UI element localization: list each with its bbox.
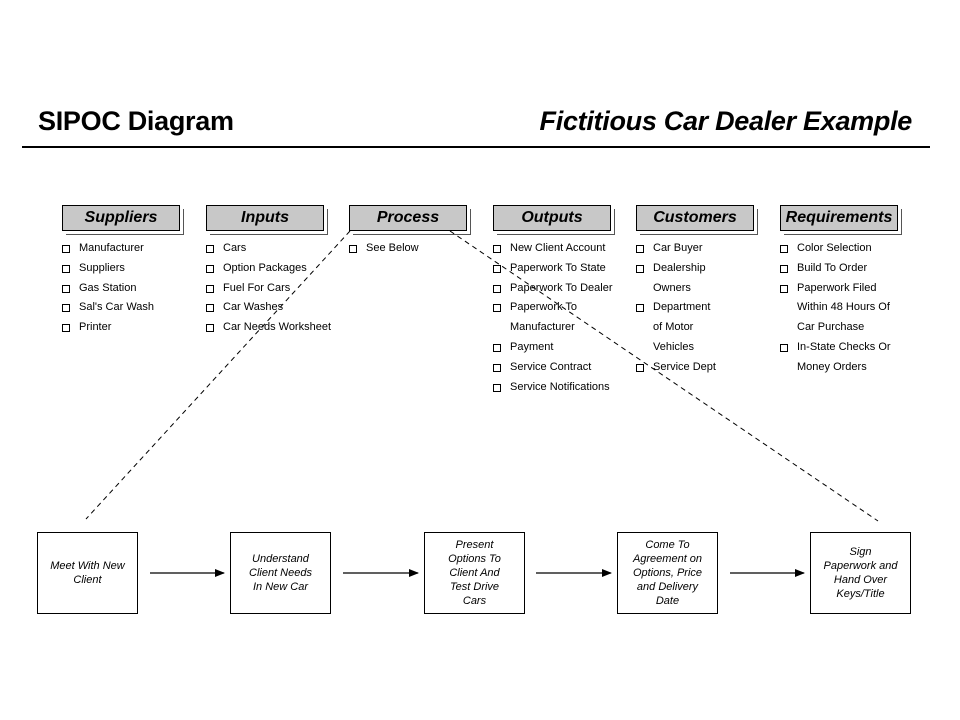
title-divider [22, 146, 930, 148]
list-item: Color Selection [780, 239, 898, 259]
list-item: Paperwork To Dealer [493, 279, 613, 299]
checkbox-icon [780, 245, 788, 253]
list-item: Option Packages [206, 259, 331, 279]
checkbox-icon [349, 245, 357, 253]
list-item: Paperwork Filed Within 48 Hours Of Car P… [780, 279, 898, 338]
column-customers: Customers Car Buyer Dealership Owners De… [636, 205, 754, 378]
process-step-5: Sign Paperwork and Hand Over Keys/Title [810, 532, 911, 614]
column-process: Process See Below [349, 205, 467, 259]
checkbox-icon [206, 245, 214, 253]
header-customers: Customers [636, 205, 754, 231]
process-step-4: Come To Agreement on Options, Price and … [617, 532, 718, 614]
page-subtitle: Fictitious Car Dealer Example [539, 106, 913, 136]
list-item: New Client Account [493, 239, 613, 259]
checkbox-icon [636, 245, 644, 253]
list-item: Car Washes [206, 298, 331, 318]
list-item: Car Buyer [636, 239, 754, 259]
checkbox-icon [493, 284, 501, 293]
list-item: Service Contract [493, 358, 613, 378]
checkbox-icon [780, 284, 788, 293]
checkbox-icon [780, 343, 788, 352]
checkbox-icon [493, 245, 501, 253]
list-item: Payment [493, 338, 613, 358]
items-outputs: New Client Account Paperwork To State Pa… [493, 239, 613, 397]
column-suppliers: Suppliers Manufacturer Suppliers Gas Sta… [62, 205, 180, 338]
items-requirements: Color Selection Build To Order Paperwork… [780, 239, 898, 378]
header-process: Process [349, 205, 467, 231]
page-title: SIPOC Diagram [38, 106, 234, 136]
checkbox-icon [62, 264, 70, 273]
list-item: Gas Station [62, 279, 180, 299]
checkbox-icon [493, 383, 501, 392]
list-item: Manufacturer [62, 239, 180, 259]
checkbox-icon [62, 284, 70, 293]
checkbox-icon [206, 284, 214, 293]
header-inputs: Inputs [206, 205, 324, 231]
column-requirements: Requirements Color Selection Build To Or… [780, 205, 898, 378]
checkbox-icon [493, 304, 501, 313]
header-requirements: Requirements [780, 205, 898, 231]
column-inputs: Inputs Cars Option Packages Fuel For Car… [206, 205, 331, 338]
checkbox-icon [62, 245, 70, 253]
list-item: Dealership Owners [636, 259, 754, 299]
zoom-line-right [449, 230, 879, 522]
list-item: Build To Order [780, 259, 898, 279]
list-item: See Below [349, 239, 467, 259]
list-item: In-State Checks Or Money Orders [780, 338, 898, 378]
list-item: Service Dept [636, 358, 754, 378]
checkbox-icon [636, 304, 644, 313]
checkbox-icon [206, 324, 214, 333]
list-item: Service Notifications [493, 378, 613, 398]
zoom-line-left [85, 230, 351, 520]
checkbox-icon [636, 264, 644, 273]
items-process: See Below [349, 239, 467, 259]
checkbox-icon [206, 264, 214, 273]
header-outputs: Outputs [493, 205, 611, 231]
items-suppliers: Manufacturer Suppliers Gas Station Sal's… [62, 239, 180, 338]
list-item: Fuel For Cars [206, 279, 331, 299]
list-item: Paperwork To Manufacturer [493, 298, 613, 338]
checkbox-icon [636, 363, 644, 372]
list-item: Paperwork To State [493, 259, 613, 279]
list-item: Department of Motor Vehicles [636, 298, 754, 357]
items-customers: Car Buyer Dealership Owners Department o… [636, 239, 754, 378]
list-item: Car Needs Worksheet [206, 318, 331, 338]
list-item: Suppliers [62, 259, 180, 279]
checkbox-icon [493, 363, 501, 372]
list-item: Sal's Car Wash [62, 298, 180, 318]
checkbox-icon [62, 324, 70, 333]
checkbox-icon [493, 264, 501, 273]
checkbox-icon [780, 264, 788, 273]
column-outputs: Outputs New Client Account Paperwork To … [493, 205, 613, 397]
list-item: Printer [62, 318, 180, 338]
process-step-2: Understand Client Needs In New Car [230, 532, 331, 614]
list-item: Cars [206, 239, 331, 259]
process-step-1: Meet With New Client [37, 532, 138, 614]
checkbox-icon [206, 304, 214, 313]
checkbox-icon [62, 304, 70, 313]
items-inputs: Cars Option Packages Fuel For Cars Car W… [206, 239, 331, 338]
header-suppliers: Suppliers [62, 205, 180, 231]
checkbox-icon [493, 343, 501, 352]
process-step-3: Present Options To Client And Test Drive… [424, 532, 525, 614]
